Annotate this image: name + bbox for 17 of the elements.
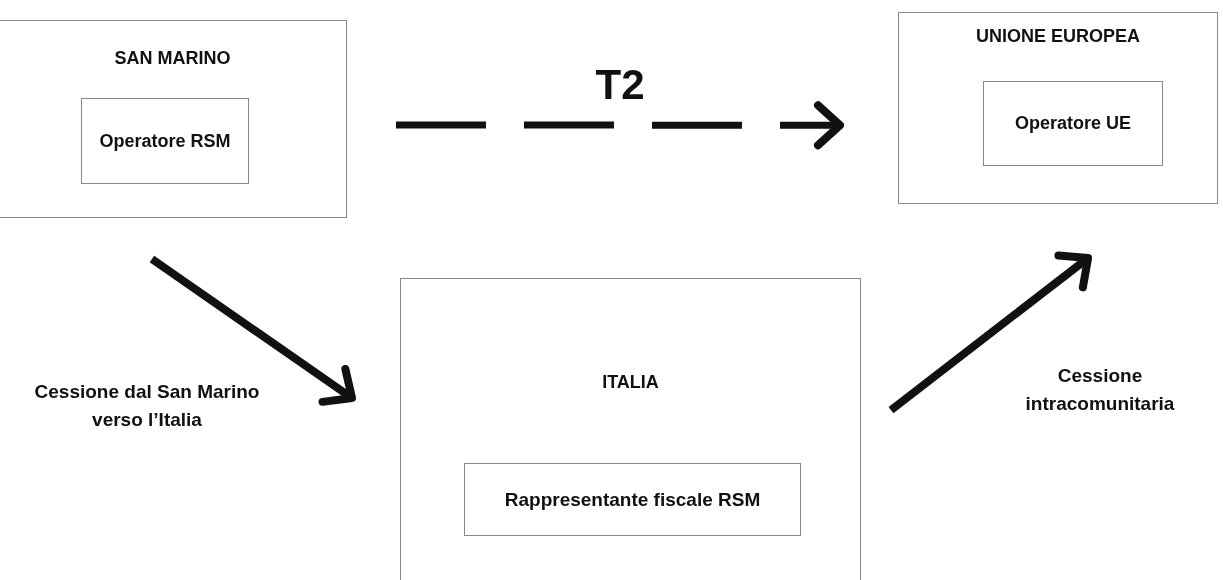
node-label: Rappresentante fiscale RSM	[504, 487, 761, 512]
node-label: Operatore RSM	[99, 129, 231, 153]
edge-label: Cessione dal San Marino verso l’Italia	[33, 380, 261, 432]
edge-label: T2	[594, 60, 646, 110]
entity-box	[983, 81, 1163, 166]
arrow	[149, 255, 356, 406]
entity-box	[464, 463, 801, 536]
node-label: UNIONE EUROPEA	[976, 25, 1140, 48]
region-box	[0, 20, 347, 218]
entity-box	[81, 98, 249, 184]
node-label: Operatore UE	[1014, 112, 1131, 136]
edge-label: Cessione intracomunitaria	[1024, 364, 1176, 416]
node-label: ITALIA	[602, 371, 659, 394]
region-box	[400, 278, 861, 580]
node-label: SAN MARINO	[114, 47, 231, 70]
region-box	[898, 12, 1218, 204]
arrow	[888, 251, 1093, 414]
